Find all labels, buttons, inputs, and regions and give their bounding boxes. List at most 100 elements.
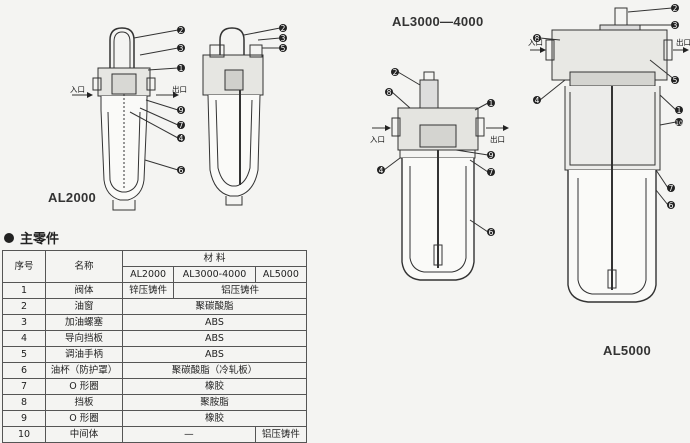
outlet-label-al2000: 出口: [172, 84, 187, 94]
inlet-label-al3000: 入口: [370, 135, 385, 144]
svg-text:1: 1: [489, 99, 494, 108]
svg-text:2: 2: [281, 24, 286, 33]
callout-al3000-9: 9: [487, 151, 495, 160]
callout-al5000-5: 5: [671, 76, 679, 85]
row-material-al2000-4000: —: [122, 426, 256, 443]
parts-table: 序号 名称 材 料 AL2000 AL3000-4000 AL5000 1 阀体…: [2, 250, 308, 443]
svg-text:9: 9: [489, 151, 494, 160]
svg-text:1: 1: [677, 106, 682, 115]
row-no: 9: [2, 410, 46, 427]
svg-text:3: 3: [179, 44, 184, 53]
svg-text:3: 3: [673, 21, 678, 30]
al3000-4000-drawing: [372, 71, 509, 281]
svg-text:7: 7: [489, 168, 494, 177]
row-no: 5: [2, 346, 46, 363]
row-name: 调油手柄: [45, 346, 123, 363]
table-row: 2 油窗 聚碳酸脂: [2, 298, 307, 315]
table-row: 9 O 形圈 橡胶: [2, 410, 307, 427]
inlet-label-al5000: 入口: [528, 38, 543, 47]
row-name: 挡板: [45, 394, 123, 411]
row-no: 8: [2, 394, 46, 411]
callout-al2000-1: 1: [177, 64, 185, 73]
row-no: 1: [2, 282, 46, 299]
svg-text:7: 7: [669, 184, 674, 193]
callout-al5000-6: 6: [667, 201, 675, 210]
table-row: 4 导向挡板 ABS: [2, 330, 307, 347]
svg-text:5: 5: [673, 76, 678, 85]
svg-text:6: 6: [179, 166, 184, 175]
svg-text:2: 2: [179, 26, 184, 35]
table-row: 10 中间体 — 铝压铸件: [2, 426, 308, 443]
svg-text:2: 2: [673, 4, 678, 13]
callout-markers: 2 3 1 9 7 4 6 2 3 5 2 8 1 9 7 4 6 2 3 8 …: [177, 4, 683, 237]
table-row: 7 O 形圈 橡胶: [2, 378, 307, 395]
callout-al5000-4: 4: [533, 96, 541, 105]
svg-text:10: 10: [675, 120, 683, 127]
section-title: 主零件: [20, 232, 60, 247]
row-material-al3000-5000: 铝压铸件: [173, 282, 307, 299]
svg-text:8: 8: [535, 34, 540, 43]
row-name: 油杯（防护罩）: [45, 362, 123, 379]
row-material-all: 聚碳酸脂: [122, 298, 307, 315]
row-material-all: ABS: [122, 314, 307, 331]
al2000-drawing: [72, 27, 179, 211]
callout-al2000-3: 3: [177, 44, 185, 53]
section-heading: 主零件: [4, 228, 59, 247]
svg-text:7: 7: [179, 121, 184, 130]
callout-al5000-10: 10: [675, 118, 683, 127]
callout-al5000-7: 7: [667, 184, 675, 193]
svg-text:2: 2: [393, 68, 398, 77]
row-no: 6: [2, 362, 46, 379]
header-model-al3000-4000: AL3000-4000: [173, 266, 256, 283]
row-no: 7: [2, 378, 46, 395]
callout-al2000-2: 2: [177, 26, 185, 35]
row-name: 加油螺塞: [45, 314, 123, 331]
callout-al3000-7: 7: [487, 168, 495, 177]
row-material-all: 橡胶: [122, 410, 307, 427]
header-model-al5000: AL5000: [254, 266, 308, 283]
callout-al2000-7: 7: [177, 121, 185, 130]
row-no: 4: [2, 330, 46, 347]
row-name: 导向挡板: [45, 330, 123, 347]
row-name: 油窗: [45, 298, 123, 315]
row-material-all: 橡胶: [122, 378, 307, 395]
callout-al3000-4: 4: [377, 166, 385, 175]
al2000-section-drawing: [202, 27, 281, 206]
header-name: 名称: [45, 250, 123, 283]
callout-al5000-1: 1: [675, 106, 683, 115]
callout-al5000-3: 3: [671, 21, 679, 30]
model-label-al2000: AL2000: [48, 190, 97, 205]
callout-al2000-9: 9: [177, 106, 185, 115]
table-row: 5 调油手柄 ABS: [2, 346, 307, 363]
svg-text:4: 4: [379, 166, 384, 175]
table-header-row: 序号 名称 材 料: [2, 250, 307, 283]
svg-text:6: 6: [489, 228, 494, 237]
row-no: 3: [2, 314, 46, 331]
svg-text:8: 8: [387, 88, 392, 97]
bullet-icon: [4, 232, 14, 243]
row-name: O 形圈: [45, 378, 123, 395]
header-model-al2000: AL2000: [121, 266, 175, 283]
row-material-al2000: 锌压铸件: [121, 282, 175, 299]
callout-al3000-1: 1: [487, 99, 495, 108]
row-no: 2: [2, 298, 46, 315]
svg-text:9: 9: [179, 106, 184, 115]
model-label-al3000-4000: AL3000—4000: [392, 14, 484, 29]
row-material-all: 聚碳酸脂（冷轧板）: [122, 362, 307, 379]
model-label-al5000: AL5000: [603, 343, 652, 358]
inlet-label-al2000: 入口: [70, 85, 85, 94]
svg-text:1: 1: [179, 64, 184, 73]
callout-mid-3: 3: [279, 34, 287, 43]
callout-al3000-2: 2: [391, 68, 399, 77]
table-row: 3 加油螺塞 ABS: [2, 314, 307, 331]
row-no: 10: [2, 426, 46, 443]
callout-al3000-8: 8: [385, 88, 393, 97]
al5000-drawing: [530, 7, 689, 303]
row-name: 中间体: [45, 426, 123, 443]
svg-text:3: 3: [281, 34, 286, 43]
table-row: 1 阀体 锌压铸件 铝压铸件: [2, 282, 307, 299]
table-row: 6 油杯（防护罩） 聚碳酸脂（冷轧板）: [2, 362, 307, 379]
row-name: O 形圈: [45, 410, 123, 427]
